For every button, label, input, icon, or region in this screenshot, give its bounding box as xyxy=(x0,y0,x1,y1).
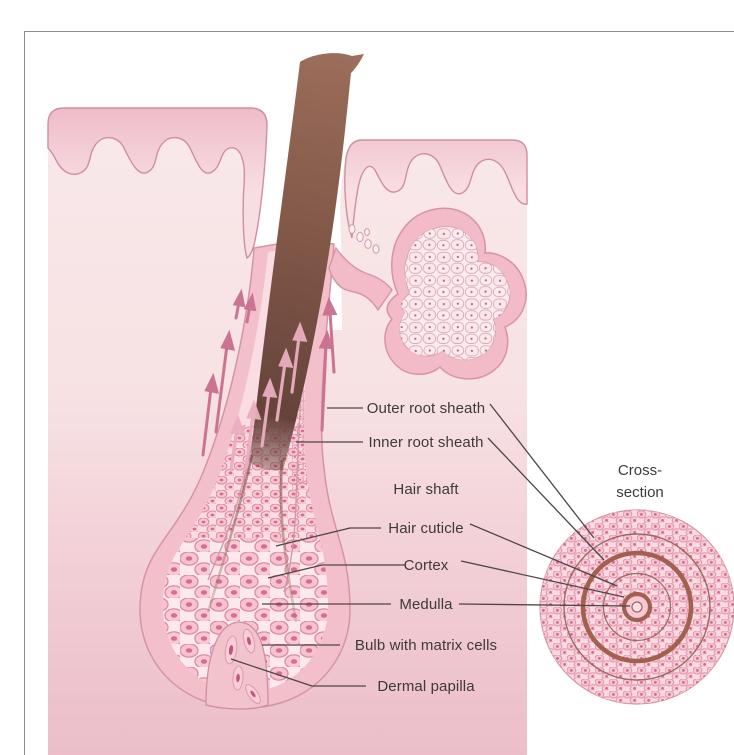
label-outer-root-sheath: Outer root sheath xyxy=(366,400,486,417)
label-hair-shaft: Hair shaft xyxy=(393,481,459,498)
ring-cuticle xyxy=(580,550,694,664)
label-bulb-matrix-cells: Bulb with matrix cells xyxy=(354,637,498,654)
label-hair-cuticle: Hair cuticle xyxy=(388,520,464,537)
ring-outer-root-sheath xyxy=(563,533,711,681)
label-cross-section: Cross- section xyxy=(578,460,702,504)
leader-hair-cuticle-right xyxy=(469,523,618,587)
epidermis-band xyxy=(47,107,528,260)
label-cross-section-line1: Cross- xyxy=(617,462,663,479)
duct-cells xyxy=(348,224,380,254)
leader-lines xyxy=(230,403,631,687)
leader-medulla-right xyxy=(458,603,631,607)
label-inner-root-sheath: Inner root sheath xyxy=(368,434,484,451)
sebaceous-duct xyxy=(328,246,393,312)
growth-arrows xyxy=(201,288,338,472)
leader-dermal-papilla xyxy=(230,658,366,687)
label-medulla: Medulla xyxy=(399,596,453,613)
leader-cortex-right xyxy=(460,560,625,598)
label-dermal-papilla: Dermal papilla xyxy=(377,678,475,695)
leader-cortex-left xyxy=(267,564,406,579)
leader-inner-root-sheath-right xyxy=(487,437,605,561)
label-cross-section-line2: section xyxy=(616,484,664,501)
dermal-papilla-shape xyxy=(205,621,269,710)
leader-outer-root-sheath-right xyxy=(489,403,595,539)
label-cortex: Cortex xyxy=(403,557,449,574)
leader-hair-cuticle-left xyxy=(275,527,381,547)
ring-cortex xyxy=(602,572,672,642)
cross-section-diagram xyxy=(539,509,734,705)
sebaceous-gland-shape xyxy=(328,207,527,380)
